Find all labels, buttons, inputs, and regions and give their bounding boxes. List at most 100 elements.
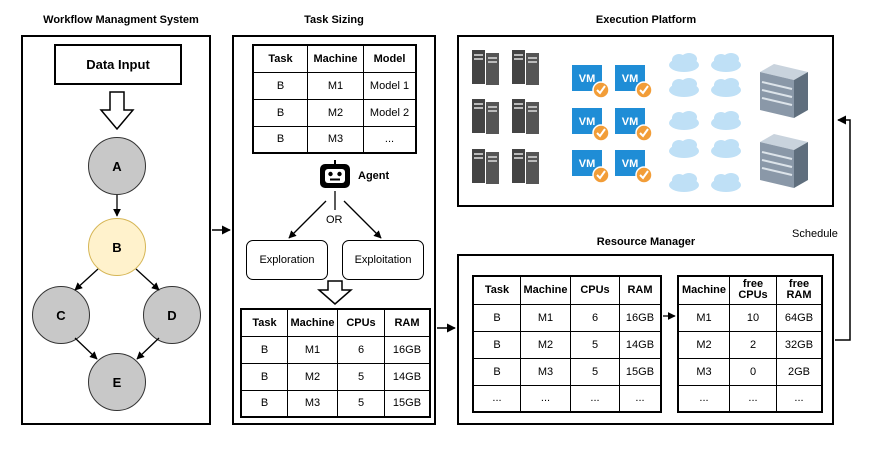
model-table: Task Machine Model B M1 Model 1 B M2 Mod… — [252, 44, 417, 154]
table-cell: B — [240, 389, 288, 418]
table-cell: B — [252, 98, 308, 127]
table-row: M1 10 64GB — [677, 303, 823, 332]
table-cell: Model 1 — [363, 71, 417, 100]
node-a: A — [88, 137, 146, 195]
table-row: ... ... ... ... — [472, 384, 662, 413]
table-cell: 10 — [729, 303, 777, 332]
execution-platform-title: Execution Platform — [595, 14, 697, 26]
table-cell: Model 2 — [363, 98, 417, 127]
server-tower-icon — [472, 99, 499, 134]
node-d: D — [143, 286, 201, 344]
rm-task-table: Task Machine CPUs RAM B M1 6 16GB B M2 5… — [472, 275, 662, 413]
table-row: B M3 5 15GB — [240, 389, 431, 418]
rack-server-icon — [760, 64, 808, 118]
cloud-icon — [669, 139, 699, 158]
table-cell: M2 — [520, 330, 571, 359]
table-cell: ... — [619, 384, 662, 413]
cloud-icon — [669, 173, 699, 192]
node-c: C — [32, 286, 90, 344]
table-header: Model — [363, 44, 417, 73]
cloud-icon — [711, 139, 741, 158]
table-cell: M3 — [307, 125, 364, 154]
table-cell: M3 — [677, 357, 730, 386]
table-cell: 14GB — [619, 330, 662, 359]
table-header: free RAM — [776, 275, 823, 305]
table-cell: M1 — [677, 303, 730, 332]
server-tower-icon — [512, 50, 539, 85]
exploitation-box: Exploitation — [342, 240, 424, 280]
table-cell: M3 — [287, 389, 338, 418]
table-row: B M3 ... — [252, 125, 417, 154]
cloud-icon — [711, 53, 741, 72]
svg-text:VM: VM — [579, 116, 596, 128]
server-tower-icon — [472, 50, 499, 85]
table-row: B M2 5 14GB — [472, 330, 662, 359]
task-sizing-title: Task Sizing — [304, 14, 364, 26]
table-cell: B — [252, 71, 308, 100]
vm-icon: VM — [615, 108, 653, 142]
table-cell: 0 — [729, 357, 777, 386]
svg-text:VM: VM — [622, 73, 639, 85]
vm-icon: VM — [572, 150, 610, 184]
table-cell: ... — [776, 384, 823, 413]
server-tower-icon — [512, 149, 539, 184]
table-cell: 16GB — [619, 303, 662, 332]
server-tower-icon — [472, 149, 499, 184]
table-row: B M3 5 15GB — [472, 357, 662, 386]
table-header: Machine — [287, 308, 338, 337]
vm-icon: VM — [615, 150, 653, 184]
table-header: CPUs — [337, 308, 385, 337]
table-header: free CPUs — [729, 275, 777, 305]
cloud-icon — [711, 173, 741, 192]
cloud-icon — [711, 111, 741, 130]
table-row: B M2 Model 2 — [252, 98, 417, 127]
server-tower-icon — [512, 99, 539, 134]
cloud-icon — [669, 53, 699, 72]
table-cell: 64GB — [776, 303, 823, 332]
agent-label: Agent — [358, 170, 390, 182]
table-row: M2 2 32GB — [677, 330, 823, 359]
wms-title: Workflow Managment System — [43, 14, 199, 26]
table-cell: 5 — [337, 389, 385, 418]
table-header: Machine — [307, 44, 364, 73]
table-cell: ... — [472, 384, 521, 413]
table-cell: ... — [729, 384, 777, 413]
exploration-box: Exploration — [246, 240, 328, 280]
svg-text:VM: VM — [622, 116, 639, 128]
svg-text:VM: VM — [622, 158, 639, 170]
node-b: B — [88, 218, 146, 276]
table-cell: 2 — [729, 330, 777, 359]
svg-text:VM: VM — [579, 73, 596, 85]
node-e: E — [88, 353, 146, 411]
table-row: ... ... ... — [677, 384, 823, 413]
vm-icon: VM — [572, 65, 610, 99]
table-cell: M1 — [287, 335, 338, 364]
or-label: OR — [326, 214, 343, 226]
robot-icon — [320, 160, 350, 188]
rack-server-icon — [760, 134, 808, 188]
table-cell: M2 — [677, 330, 730, 359]
table-header: RAM — [619, 275, 662, 305]
cloud-icon — [669, 111, 699, 130]
table-cell: B — [240, 335, 288, 364]
table-cell: 32GB — [776, 330, 823, 359]
data-input-box: Data Input — [54, 44, 182, 85]
rm-free-table: Machine free CPUs free RAM M1 10 64GB M2… — [677, 275, 823, 413]
table-header: Task — [252, 44, 308, 73]
sizing-result-table: Task Machine CPUs RAM B M1 6 16GB B M2 5… — [240, 308, 431, 418]
svg-text:VM: VM — [579, 158, 596, 170]
table-cell: M1 — [307, 71, 364, 100]
table-row: M3 0 2GB — [677, 357, 823, 386]
resource-manager-title: Resource Manager — [596, 236, 696, 248]
vm-icon: VM — [572, 108, 610, 142]
table-header: Task — [472, 275, 521, 305]
table-row: B M1 Model 1 — [252, 71, 417, 100]
schedule-label: Schedule — [792, 228, 838, 240]
table-cell: 15GB — [384, 389, 431, 418]
table-cell: 5 — [337, 362, 385, 391]
table-cell: ... — [570, 384, 620, 413]
table-cell: ... — [363, 125, 417, 154]
cloud-icon — [711, 78, 741, 97]
